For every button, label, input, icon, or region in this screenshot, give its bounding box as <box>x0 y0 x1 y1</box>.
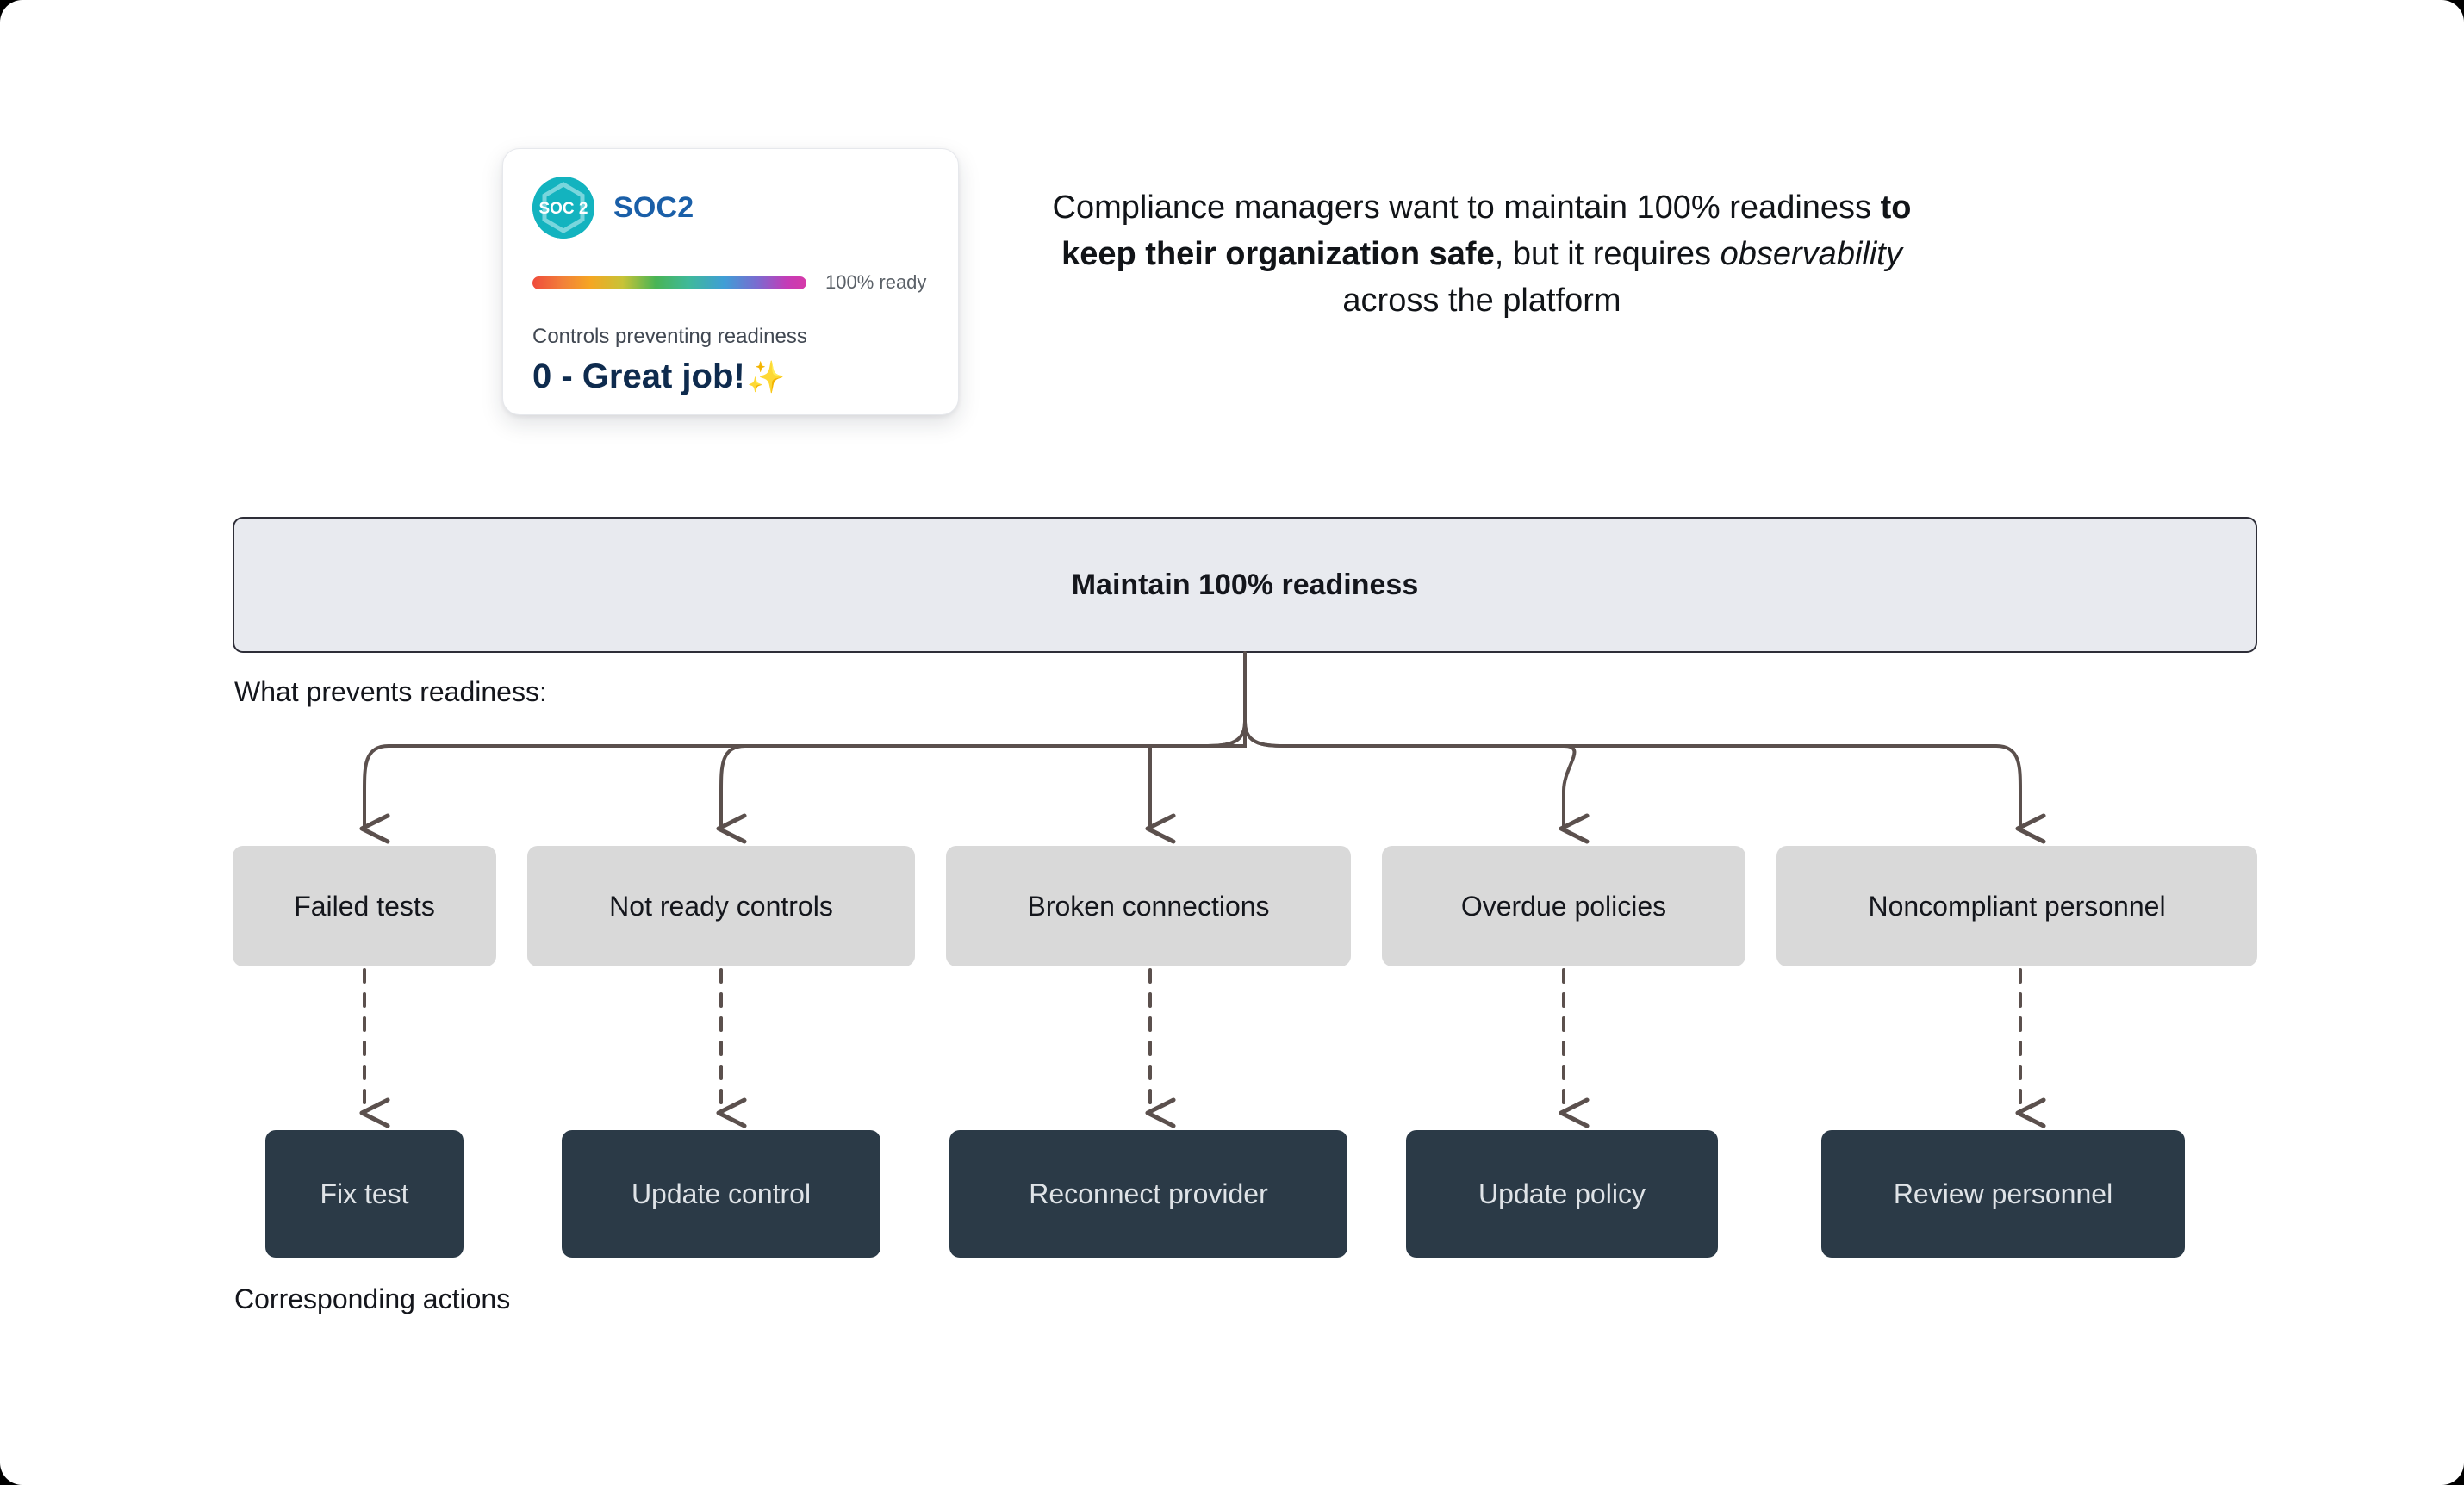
sparkles-icon: ✨ <box>746 358 786 395</box>
action-box-review-personnel[interactable]: Review personnel <box>1821 1130 2185 1258</box>
soc2-title: SOC2 <box>613 190 694 224</box>
card-header: SOC 2 SOC2 <box>532 177 929 239</box>
soc2-readiness-card: SOC 2 SOC2 100% ready Controls preventin… <box>502 148 959 415</box>
controls-preventing-readiness-value: 0 - Great job!✨ <box>532 357 929 396</box>
actions-section-label: Corresponding actions <box>234 1283 511 1314</box>
headline-italic: observability <box>1720 235 1902 272</box>
causes-section-label: What prevents readiness: <box>234 676 547 707</box>
cause-box-overdue-policies[interactable]: Overdue policies <box>1382 846 1745 966</box>
headline-part-1: Compliance managers want to maintain 100… <box>1052 190 1881 226</box>
headline-part-3: across the platform <box>1342 282 1621 319</box>
controls-count-text: 0 - Great job! <box>532 357 745 395</box>
action-box-reconnect-provider[interactable]: Reconnect provider <box>949 1130 1347 1258</box>
action-box-update-policy[interactable]: Update policy <box>1406 1130 1718 1258</box>
flow-root-banner: Maintain 100% readiness <box>233 517 2257 653</box>
readiness-progress-row: 100% ready <box>532 271 929 294</box>
cause-box-noncompliant-personnel[interactable]: Noncompliant personnel <box>1776 846 2257 966</box>
cause-box-broken-connections[interactable]: Broken connections <box>946 846 1351 966</box>
readiness-progress-bar <box>532 276 806 289</box>
headline-text: Compliance managers want to maintain 100… <box>1017 185 1947 325</box>
soc2-hexagon-badge-icon: SOC 2 <box>532 177 594 239</box>
cause-box-not-ready-controls[interactable]: Not ready controls <box>527 846 915 966</box>
action-box-update-control[interactable]: Update control <box>562 1130 880 1258</box>
action-box-fix-test[interactable]: Fix test <box>265 1130 464 1258</box>
readiness-percent-label: 100% ready <box>825 271 927 293</box>
svg-text:SOC 2: SOC 2 <box>538 200 588 218</box>
headline-bold: to keep their organization safe <box>1061 190 1912 272</box>
headline-part-2: , but it requires <box>1494 235 1720 272</box>
controls-preventing-readiness-label: Controls preventing readiness <box>532 325 807 348</box>
cause-box-failed-tests[interactable]: Failed tests <box>233 846 496 966</box>
